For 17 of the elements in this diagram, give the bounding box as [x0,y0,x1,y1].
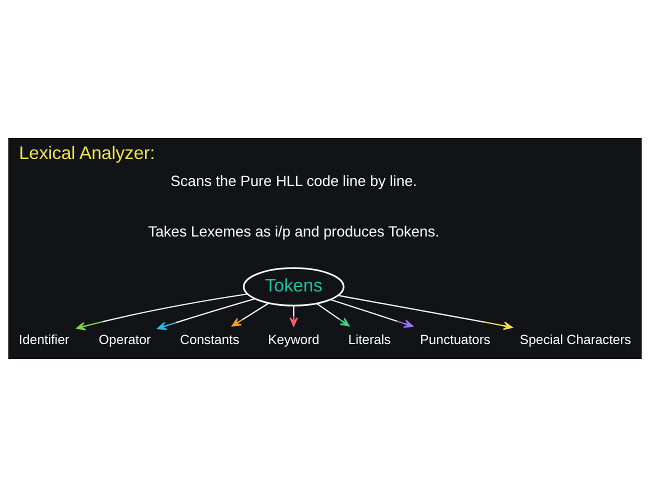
diagram-title: Lexical Analyzer: [18,142,155,163]
node-text: Identifier [18,332,70,347]
arrow [330,298,414,328]
arrow [76,292,248,330]
node-text: Constants [180,332,240,347]
arrow [316,302,350,326]
node-text: Literals [348,332,391,347]
node-text: Operator [98,332,151,347]
node-text: Punctuators [420,332,490,347]
node-text: Keyword [268,332,320,347]
label: Takes Lexemes as i/p and produces Tokens. [148,224,440,240]
node-ellipse: Tokens [242,266,344,306]
arrow [157,298,256,330]
label: Scans the Pure HLL code line by line. [170,174,417,190]
arrow [232,302,270,326]
arrow [289,305,298,326]
node-text: Special Characters [520,332,632,347]
